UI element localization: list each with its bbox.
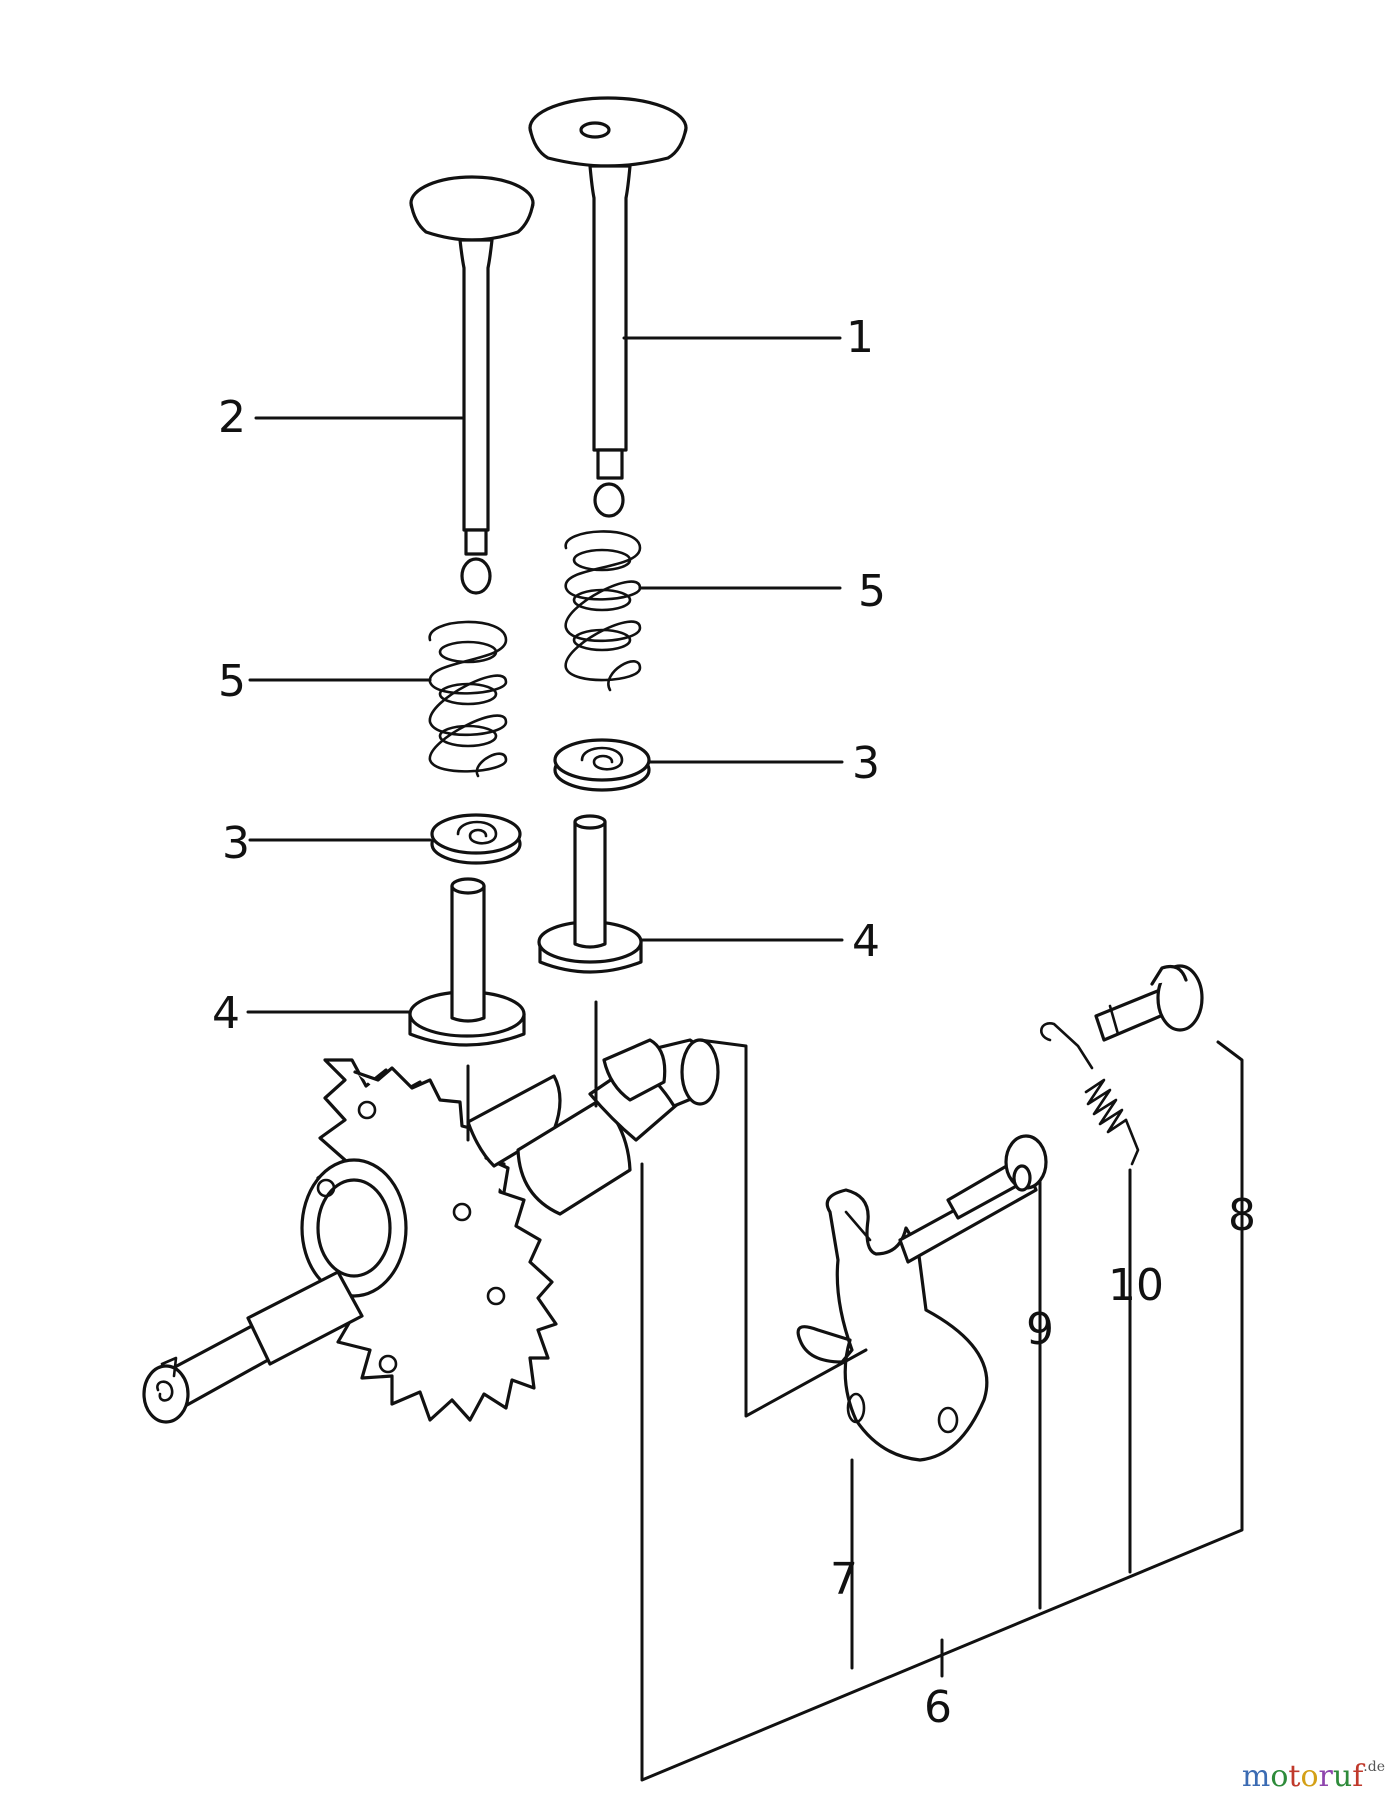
logo-letter-r: r (1318, 1759, 1333, 1794)
governor-spring-part (1040, 1022, 1140, 1166)
valve-2-part (409, 175, 535, 595)
governor-arm-part (796, 1188, 989, 1462)
logo-letter-f: f (1352, 1759, 1364, 1794)
callout-3-left: 3 (222, 818, 250, 869)
callout-3-right: 3 (852, 738, 880, 789)
callout-1: 1 (846, 312, 874, 363)
camshaft-gear-part (300, 1058, 558, 1422)
callout-9: 9 (1026, 1304, 1054, 1355)
logo-letter-t: t (1288, 1759, 1301, 1794)
callout-10: 10 (1108, 1260, 1164, 1311)
callout-5-right: 5 (858, 566, 886, 617)
logo-letter-o2: o (1300, 1759, 1319, 1794)
callout-2: 2 (218, 392, 246, 443)
valve-1-part (528, 96, 688, 518)
governor-shaft-part (898, 1134, 1048, 1264)
callout-5-left: 5 (218, 656, 246, 707)
spring-retainer-right-part (553, 738, 651, 792)
callout-labels: 1 2 5 5 3 3 4 4 8 10 9 7 6 (212, 312, 1256, 1733)
logo-suffix: .de (1363, 1759, 1385, 1775)
tappet-right-part (537, 814, 643, 974)
logo-letter-m: m (1241, 1759, 1271, 1794)
logo-letter-u: u (1332, 1759, 1353, 1794)
governor-lever-part (1094, 964, 1204, 1042)
callout-6: 6 (924, 1682, 952, 1733)
callout-4-right: 4 (852, 916, 880, 967)
spring-retainer-left-part (430, 813, 522, 865)
valve-spring-left-part (428, 620, 508, 778)
valve-spring-right-part (564, 530, 642, 692)
callout-4-left: 4 (212, 988, 240, 1039)
callout-7: 7 (830, 1554, 858, 1605)
logo-letter-o1: o (1270, 1759, 1289, 1794)
tappet-left-part (408, 877, 526, 1047)
motoruf-logo: motoruf.de (1242, 1759, 1385, 1794)
leader-lines (246, 336, 1244, 1782)
camshaft-part (142, 1038, 720, 1424)
callout-8: 8 (1228, 1190, 1256, 1241)
